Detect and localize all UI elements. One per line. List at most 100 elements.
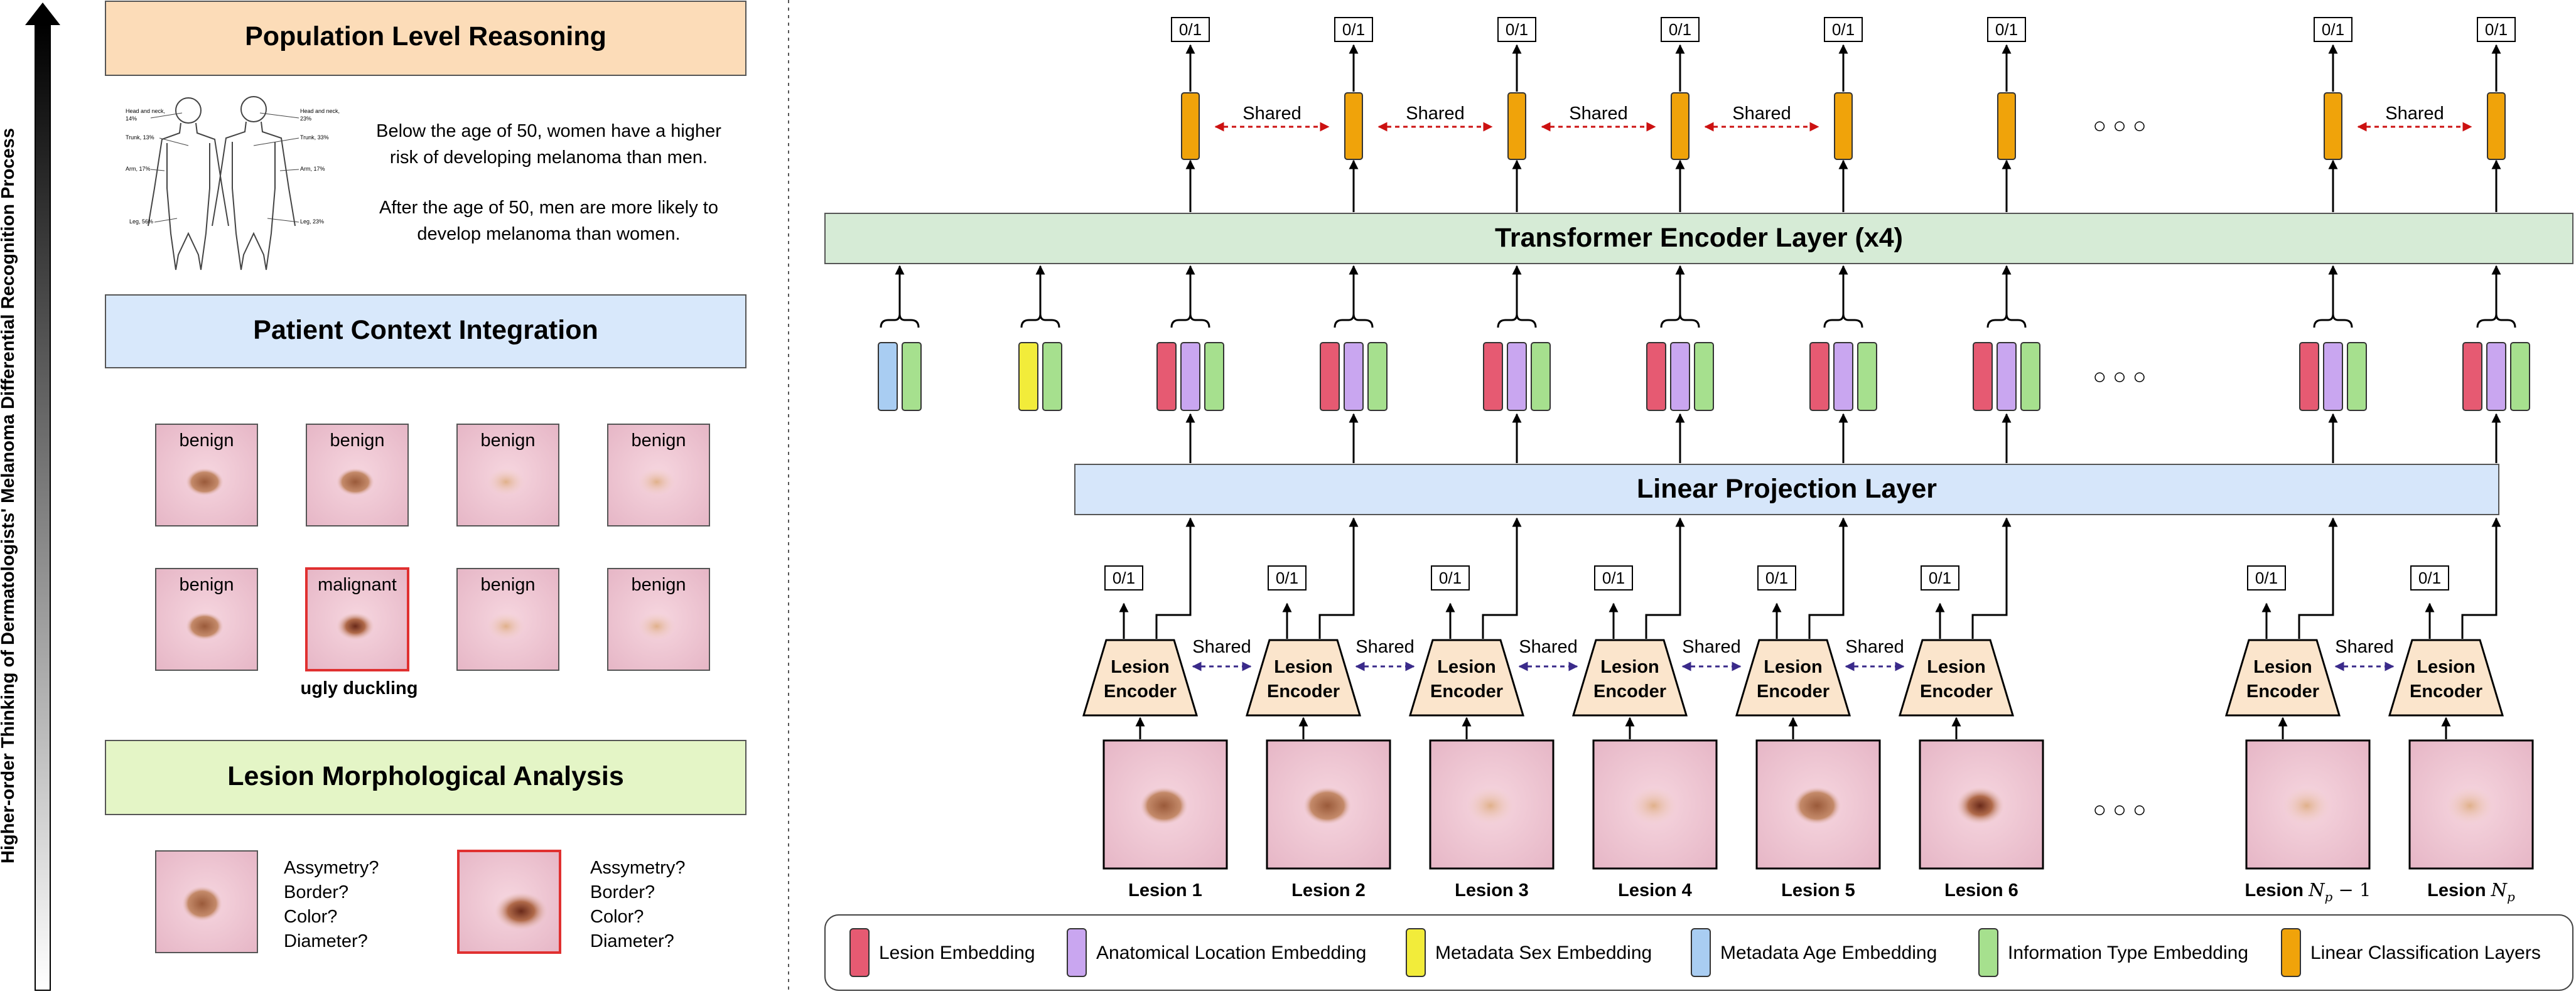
reasoning-axis-bar (35, 23, 51, 991)
embedding-bar (2299, 342, 2319, 411)
svg-text:Lesion: Lesion (1111, 657, 1169, 677)
svg-text:0/1: 0/1 (1995, 20, 2018, 39)
svg-text:Encoder: Encoder (2410, 681, 2482, 702)
svg-text:Lesion: Lesion (1764, 657, 1822, 677)
population-statement-2-line-2: develop melanoma than women. (417, 224, 680, 244)
classification-head: 0/1 (1334, 17, 1373, 212)
classification-layer (1507, 92, 1526, 160)
shared-head-weights: Shared (2357, 104, 2472, 132)
svg-text:0/1: 0/1 (2255, 569, 2278, 587)
lesion-label: Lesion 4 (1618, 880, 1692, 900)
legend-label: Information Type Embedding (2008, 943, 2248, 963)
svg-text:Shared: Shared (1242, 104, 1301, 124)
legend-swatch (1406, 928, 1426, 977)
classification-head: 0/1 (1824, 17, 1863, 212)
shared-encoder-weights: Shared (1518, 637, 1578, 671)
transformer-encoder-layer (824, 213, 2573, 264)
token-group (1809, 265, 1877, 463)
svg-text:Shared: Shared (1192, 637, 1251, 657)
shared-head-weights: Shared (1377, 104, 1493, 132)
legend-item: Metadata Sex Embedding (1406, 928, 1652, 977)
svg-text:Shared: Shared (1732, 104, 1791, 124)
encoder-output: 0/1 (2410, 565, 2449, 591)
classification-layer (1834, 92, 1853, 160)
left-arm-label: Arm, 17% (126, 166, 151, 172)
lesion-label: Lesion 6 (1944, 880, 2018, 900)
shared-encoder-weights: Shared (1845, 637, 1905, 671)
shared-encoder-weights: Shared (2334, 637, 2395, 671)
legend-swatch (1067, 928, 1087, 977)
lesion-encoder (1408, 639, 1525, 717)
context-thumbnail: benign (155, 568, 258, 671)
context-title: Patient Context Integration (253, 315, 598, 345)
svg-text:0/1: 0/1 (1506, 20, 1528, 39)
token-group (1973, 265, 2040, 463)
lesion-encoder (1571, 639, 1688, 717)
svg-text:0/1: 0/1 (1832, 20, 1855, 39)
legend-item: Information Type Embedding (1978, 928, 2248, 977)
embedding-bar (1344, 342, 1364, 411)
lesion-encoder (1082, 639, 1199, 717)
lesion-label: Lesion 2 (1291, 880, 1366, 900)
embedding-bar (1973, 342, 1993, 411)
encoder-output: 0/1 (1757, 565, 1796, 591)
svg-text:0/1: 0/1 (2322, 20, 2344, 39)
token-group (1483, 265, 1551, 463)
classification-layer (1181, 92, 1200, 160)
embedding-bar (1204, 342, 1224, 411)
output-prediction: 0/1 (2314, 17, 2352, 42)
left-head-label-2: 14% (126, 115, 137, 122)
context-thumbnail-label: benign (480, 575, 535, 595)
lesion-encoder (1735, 639, 1851, 717)
embedding-bar (1833, 342, 1853, 411)
context-thumbnail-label: benign (480, 430, 535, 451)
morphology-thumb-benign (155, 850, 258, 953)
legend-swatch (1978, 928, 1998, 977)
embedding-bar (2462, 342, 2482, 411)
svg-text:Assymetry?: Assymetry? (284, 858, 379, 878)
morphology-thumb-malignant (457, 850, 561, 954)
svg-text:Encoder: Encoder (2246, 681, 2319, 702)
svg-text:Lesion: Lesion (1274, 657, 1332, 677)
embedding-bar (1531, 342, 1551, 411)
legend-swatch (1691, 928, 1711, 977)
svg-text:Encoder: Encoder (1757, 681, 1830, 702)
output-prediction: 0/1 (1334, 17, 1373, 42)
embedding-bar (1367, 342, 1388, 411)
right-arm-label: Arm, 17% (300, 166, 325, 172)
legend-swatch (2281, 928, 2301, 977)
classification-head: 0/1 (1171, 17, 1210, 212)
lesion-label: Lesion Np − 1 (2245, 879, 2371, 904)
classification-head: 0/1 (1661, 17, 1700, 212)
svg-text:Shared: Shared (1406, 104, 1465, 124)
svg-text:Shared: Shared (1519, 637, 1578, 657)
embedding-bar (2486, 342, 2506, 411)
embedding-bar (2510, 342, 2530, 411)
context-thumbnail: benign (155, 424, 258, 526)
shared-head-weights: Shared (1214, 104, 1330, 132)
svg-text:Shared: Shared (1682, 637, 1741, 657)
morphology-questions-a: Assymetry? Border? Color? Diameter? (284, 858, 379, 951)
context-thumbnail-label: benign (179, 575, 234, 595)
population-statement-1-line-2: risk of developing melanoma than men. (390, 147, 708, 168)
svg-text:Encoder: Encoder (1593, 681, 1666, 702)
lesion-image (1592, 739, 1718, 870)
svg-text:Shared: Shared (1569, 104, 1628, 124)
shared-encoder-weights: Shared (1355, 637, 1415, 671)
context-thumbnail-label: benign (631, 575, 686, 595)
shared-encoder-weights: Shared (1681, 637, 1742, 671)
token-group (878, 265, 922, 411)
svg-text:Shared: Shared (2385, 104, 2444, 124)
embedding-bar (1320, 342, 1340, 411)
morphology-title: Lesion Morphological Analysis (227, 761, 624, 791)
token-group (1646, 265, 1714, 463)
legend-swatch (849, 928, 870, 977)
token-group (1320, 265, 1388, 463)
population-title: Population Level Reasoning (245, 21, 606, 51)
embedding-bar (902, 342, 922, 411)
